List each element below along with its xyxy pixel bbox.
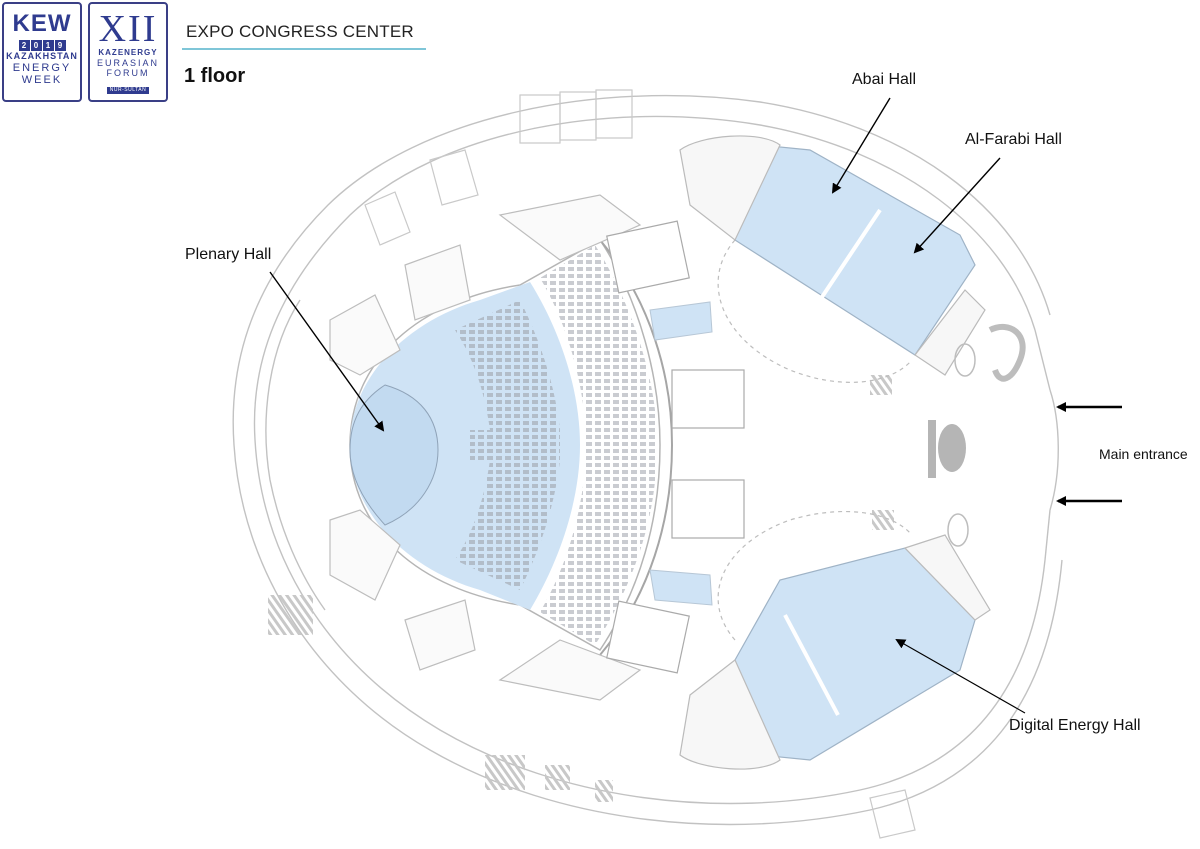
kew-year-digit: 2 [18, 40, 30, 51]
hatched-stairs [268, 375, 894, 802]
plenary-corridors [649, 301, 713, 606]
title-underline [182, 48, 426, 50]
kew-year-digit: 9 [54, 40, 66, 51]
kazenergy-eurasian-forum-logo: XII KAZENERGY EURASIAN FORUM NUR-SULTAN [88, 2, 168, 102]
foyer-boundary [717, 239, 913, 641]
plenary-east-rooms [606, 220, 745, 674]
plenary-hall-block [349, 239, 674, 656]
main-entrance: Main entrance [1056, 402, 1188, 506]
plenary-side-wings [329, 194, 642, 701]
hall-label-digital-energy: Digital Energy Hall [895, 639, 1141, 734]
lobby-features [928, 323, 1026, 547]
forum-logo-line: EURASIAN [96, 58, 159, 68]
kew-logo-line: WEEK [21, 74, 63, 86]
hall-label-abai: Abai Hall [831, 71, 916, 194]
hall-label-plenary: Plenary Hall [185, 246, 385, 432]
hall-label: Digital Energy Hall [1009, 717, 1141, 734]
perimeter-annexes [364, 89, 916, 839]
digital-energy-hall-block [679, 534, 991, 770]
venue-title: EXPO CONGRESS CENTER [186, 22, 414, 41]
hall-label: Plenary Hall [185, 246, 271, 263]
kazakhstan-energy-week-logo: KEW 2 0 1 9 KAZAKHSTAN ENERGY WEEK [2, 2, 82, 102]
kew-year-digit: 0 [30, 40, 42, 51]
hall-label-alfarabi: Al-Farabi Hall [913, 131, 1062, 254]
leader-arrow [913, 157, 1001, 254]
forum-logo-numeral: XII [98, 8, 158, 50]
building-outline [232, 94, 1063, 826]
forum-logo-line: FORUM [106, 68, 150, 78]
kew-logo-line: ENERGY [12, 62, 72, 74]
hall-label: Al-Farabi Hall [965, 131, 1062, 148]
kew-logo-line: KAZAKHSTAN [6, 51, 78, 61]
kew-logo-year: 2 0 1 9 [4, 40, 80, 51]
leader-arrow [269, 271, 385, 432]
forum-logo-line: KAZENERGY [98, 48, 158, 57]
entrance-label: Main entrance [1099, 446, 1188, 462]
abai-alfarabi-hall-block [679, 135, 986, 376]
floor-label: 1 floor [184, 65, 246, 87]
forum-logo-city: NUR-SULTAN [106, 87, 150, 94]
leader-arrow [831, 97, 891, 194]
kew-year-digit: 1 [42, 40, 54, 51]
kew-logo-mark: KEW [12, 10, 72, 37]
hall-label: Abai Hall [852, 71, 916, 88]
leader-arrow [895, 639, 1026, 714]
